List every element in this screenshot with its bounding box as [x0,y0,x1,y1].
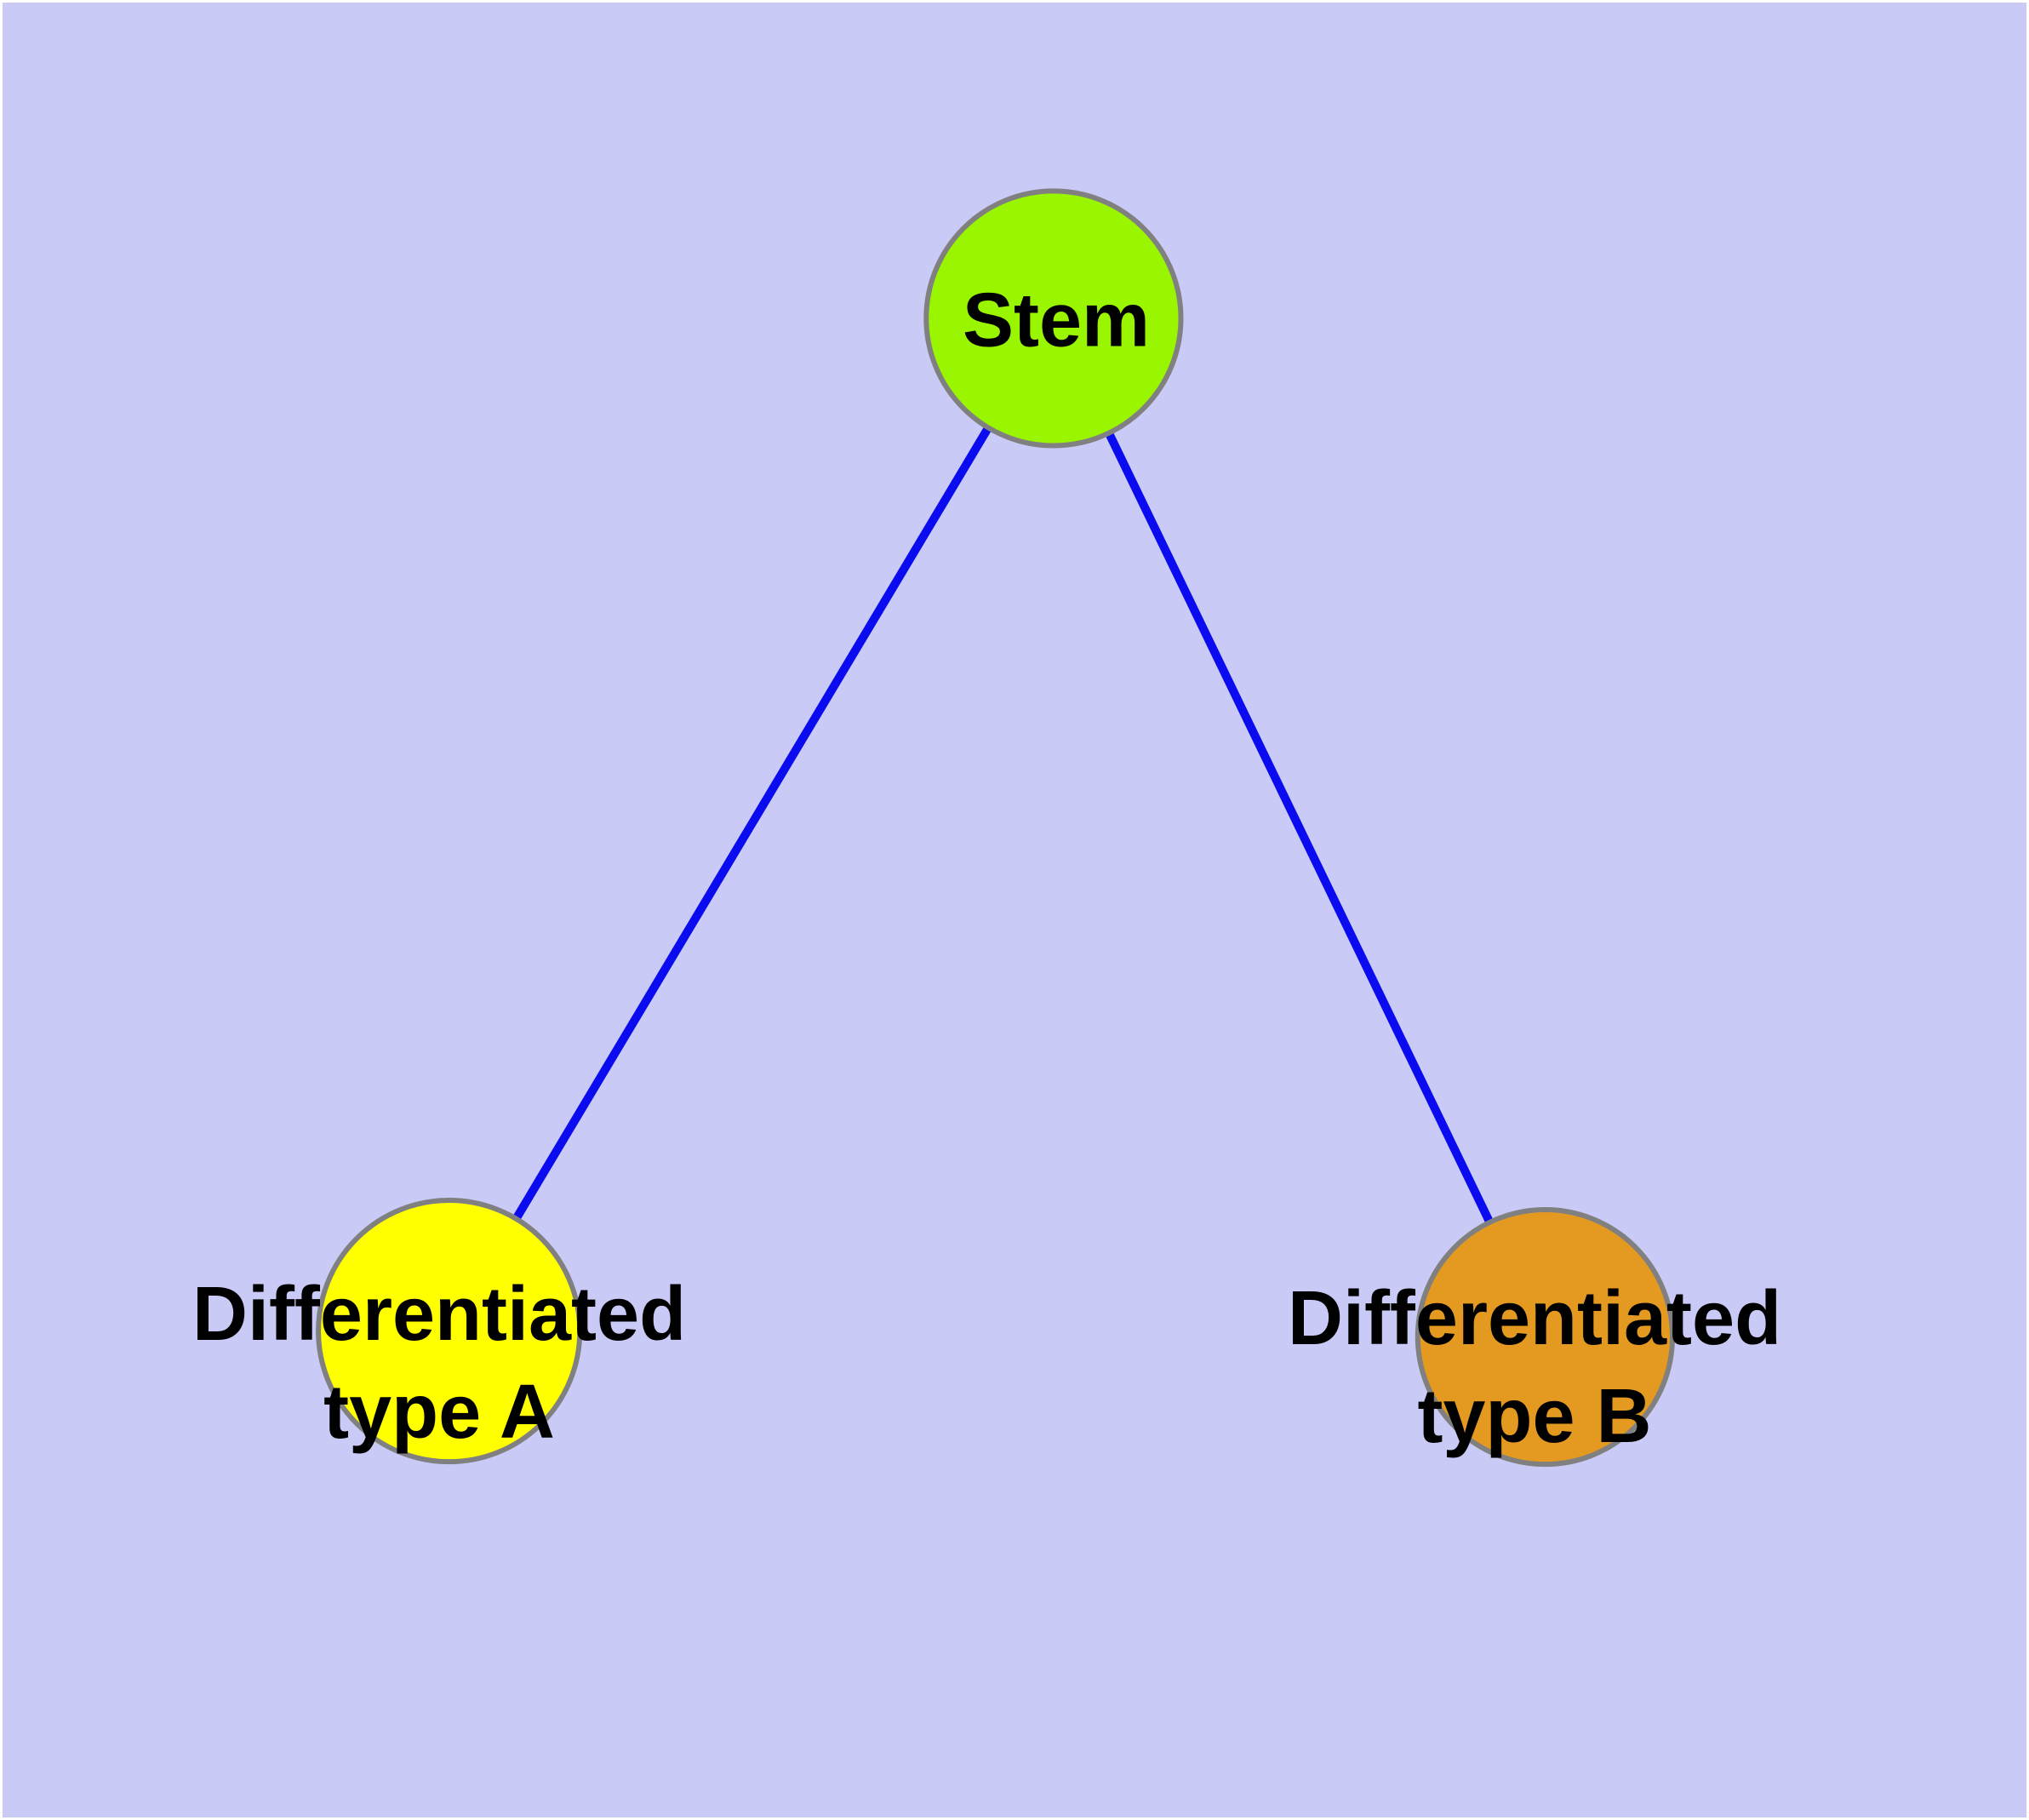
node-differentiated-type-b-label: Differentiated type B [1287,1276,1782,1459]
edge-stem-to-type-b [1049,316,1549,1339]
node-differentiated-type-b [1415,1207,1676,1468]
node-differentiated-type-a [316,1198,583,1465]
node-differentiated-type-a-label: Differentiated type A [191,1272,687,1455]
node-stem-label: Stem [962,278,1151,363]
edge-stem-to-type-a [445,316,1058,1334]
node-stem [923,188,1184,449]
graph-svg [316,188,1676,1468]
